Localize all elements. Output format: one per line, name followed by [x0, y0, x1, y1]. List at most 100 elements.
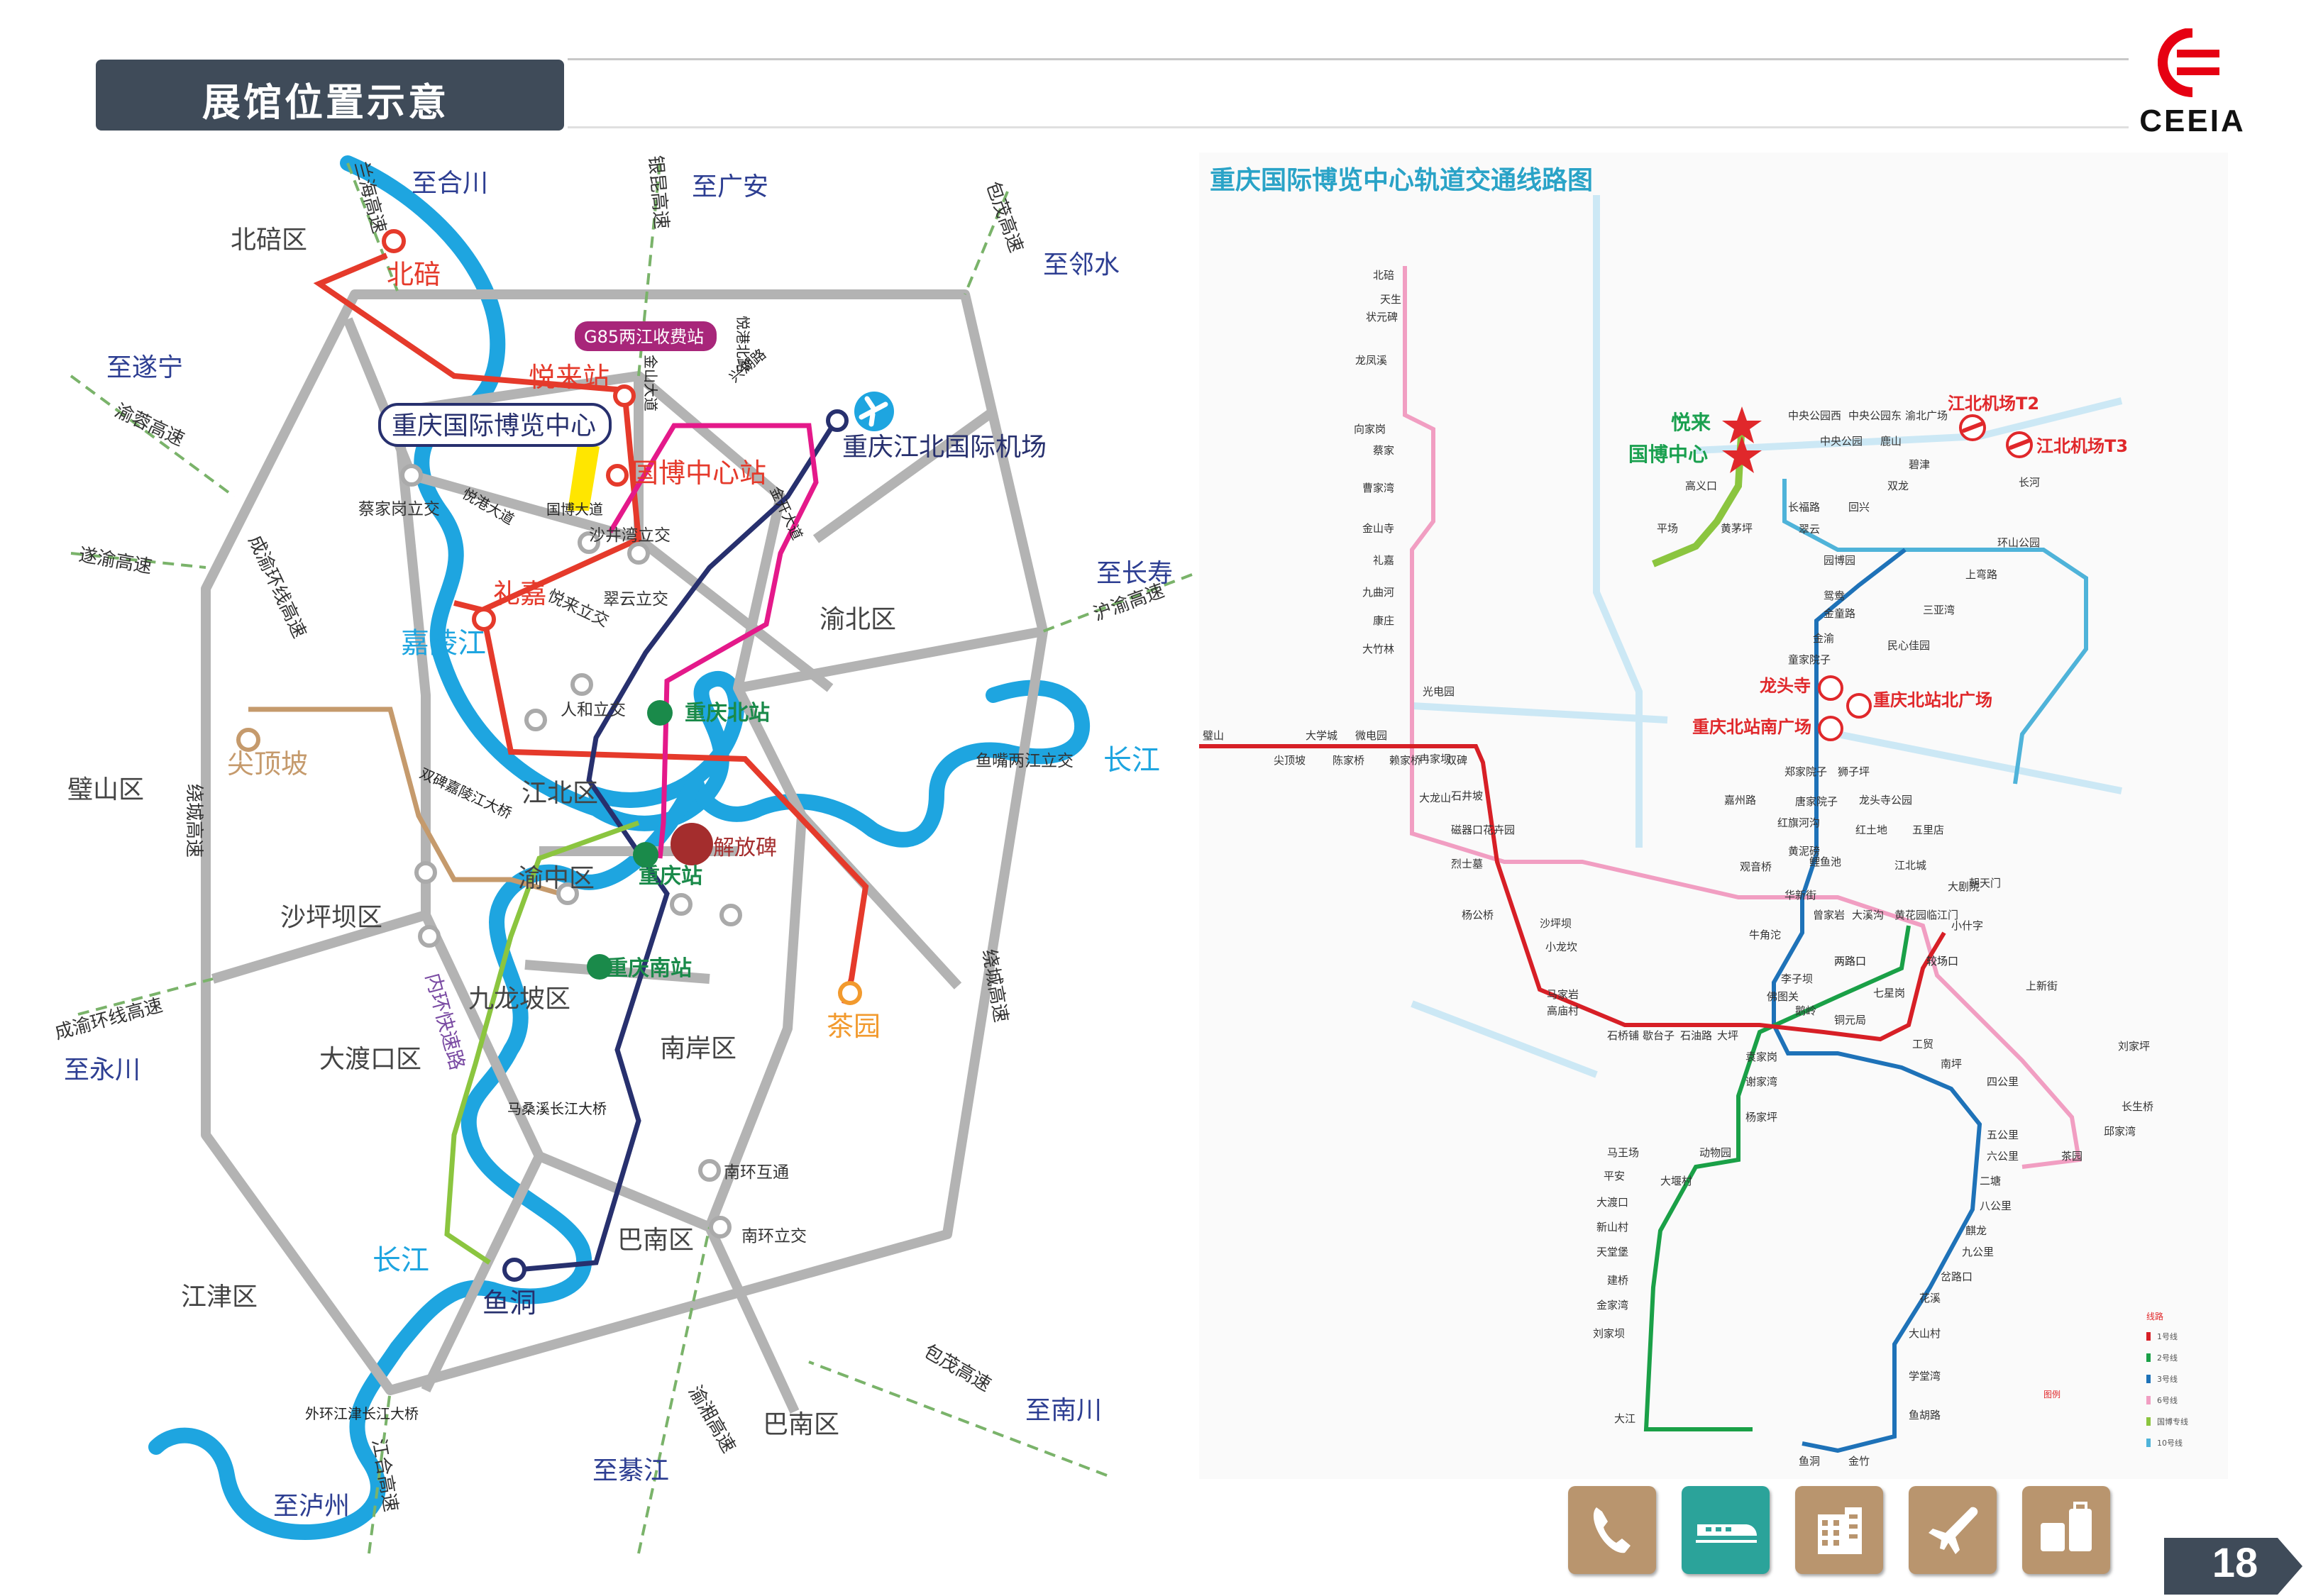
l10-s11: 黄茅坪 [1721, 522, 1753, 535]
l1-s17: 石油路 [1680, 1029, 1712, 1042]
l2-s20: 大江 [1614, 1412, 1635, 1425]
road-masangxi-bridge: 马桑溪长江大桥 [507, 1100, 607, 1117]
l3-s8: 麒龙 [1965, 1224, 1987, 1237]
airplane-icon [1929, 1507, 1978, 1554]
l1-s18: 大坪 [1717, 1029, 1738, 1042]
expo-stars [1722, 406, 1762, 473]
l6-s22: 刘家坪 [2118, 1040, 2150, 1053]
hwy-yurong: 渝蓉高速 [111, 400, 187, 450]
hwy-chengyu-ring-2: 成渝环线高速 [53, 994, 165, 1043]
luggage-icon [2041, 1502, 2092, 1551]
l1-s15: 石桥铺 [1607, 1029, 1639, 1042]
l6-s24: 邱家湾 [2104, 1125, 2136, 1138]
magenta-road [607, 423, 819, 859]
legend2-title: 图例 [2043, 1390, 2060, 1400]
l2-s7: 袁家岗 [1745, 1051, 1777, 1063]
l6-s3: 龙凤溪 [1355, 354, 1387, 367]
l3-s7: 九公里 [1962, 1246, 1994, 1258]
l1-s23: 朝天门 [1969, 877, 2001, 890]
l2-s4: 曾家岩 [1813, 909, 1845, 921]
dir-nanchuan: 至南川 [1025, 1396, 1102, 1425]
place-lijia: 礼嘉 [493, 578, 547, 609]
l6-s17: 红土地 [1855, 824, 1887, 836]
l3-s10: 二塘 [1980, 1175, 2001, 1187]
place-expo-station: 国博中心站 [631, 458, 766, 489]
rail-station-icons [1818, 675, 1872, 741]
l1-s11: 沙坪坝 [1540, 917, 1572, 930]
l6-s13: 冉家坝 [1419, 753, 1451, 765]
legend-l10: 10号线 [2157, 1438, 2183, 1448]
l6-s15: 花卉园 [1483, 824, 1515, 836]
district-yubei: 渝北区 [820, 605, 896, 634]
l6-s8: 礼嘉 [1373, 554, 1394, 567]
l3-s9: 八公里 [1980, 1199, 2012, 1212]
l10-s3: 鹿山 [1880, 435, 1902, 448]
hwy-yuxiang: 渝湘高速 [684, 1382, 739, 1457]
l10-s1: 中央公园东 [1848, 409, 1902, 422]
l2-s14: 大渡口 [1596, 1196, 1628, 1209]
phone-icon [1593, 1507, 1631, 1553]
road-yuegang-north: 悦港北路 [734, 316, 751, 372]
legend-guobo: 国博专线 [2157, 1417, 2188, 1426]
l6-s7: 金山寺 [1362, 522, 1394, 535]
l10-s12: 平场 [1657, 522, 1678, 535]
yangtze-river-south [148, 772, 703, 1541]
l3-s34: 长福路 [1788, 501, 1820, 514]
l2-s0: 较场口 [1926, 955, 1958, 968]
l6-s23: 长生桥 [2122, 1100, 2153, 1113]
road-jinshan: 金山大道 [642, 355, 659, 411]
l2-s11: 大堰村 [1660, 1175, 1692, 1187]
l3-s23: 郑家院子 [1784, 765, 1827, 778]
river-yangtze-east: 长江 [1103, 744, 1160, 777]
district-jiulongpo: 九龙坡区 [468, 985, 570, 1014]
place-airport: 重庆江北国际机场 [842, 433, 1047, 462]
l2-s12: 马王场 [1607, 1146, 1639, 1159]
metro-line-3 [1772, 548, 1982, 1453]
l2-s6: 佛图关 [1767, 990, 1799, 1003]
l1-s14: 高庙村 [1547, 1004, 1579, 1017]
hwy-baomao: 包茂高速 [981, 179, 1027, 255]
train-button[interactable] [1682, 1486, 1770, 1574]
l10-s7: 三亚湾 [1923, 604, 1955, 616]
l1-s22: 小什字 [1951, 919, 1983, 932]
l1-s16: 歇台子 [1643, 1029, 1675, 1042]
ic-yuzui: 鱼嘴两江立交 [976, 752, 1074, 770]
metro-label-north-plaza: 重庆北站北广场 [1873, 690, 1992, 710]
l6-s10: 康庄 [1373, 614, 1394, 627]
l6-s9: 九曲河 [1362, 586, 1394, 599]
key-markers [236, 229, 894, 1282]
l3-s22: 嘉州路 [1724, 794, 1756, 807]
luggage-button[interactable] [2022, 1486, 2110, 1574]
l6-s21: 上新街 [2026, 980, 2058, 992]
train-icon [1696, 1524, 1757, 1543]
hwy-suiyu: 遂渝高速 [77, 544, 154, 578]
metro-station-labels: 璧山 大学城 微电园 尖顶坡 陈家桥 赖家桥 双碑 石井坡 磁器口 烈士墓 杨公… [1203, 729, 2001, 1042]
l10-s5: 环山公园 [1997, 536, 2040, 549]
l3-s4: 大山村 [1909, 1327, 1941, 1340]
l3-s12: 五公里 [1987, 1129, 2019, 1141]
phone-button[interactable] [1568, 1486, 1656, 1574]
l2-s18: 金家湾 [1596, 1299, 1628, 1312]
header-rule-2 [568, 126, 2129, 128]
l3-s0: 鱼洞 [1799, 1455, 1820, 1468]
l1-s2: 微电园 [1355, 729, 1387, 742]
l1-s1: 大学城 [1306, 729, 1337, 742]
dir-qijiang: 至綦江 [592, 1456, 669, 1485]
header-rule [568, 58, 2129, 60]
l2-s9: 杨家坪 [1745, 1111, 1777, 1124]
legend-l1: 1号线 [2157, 1331, 2178, 1341]
district-nanan: 南岸区 [660, 1034, 737, 1063]
l6-s0: 北碚 [1373, 269, 1394, 282]
dir-changshou: 至长寿 [1096, 559, 1173, 588]
l6-s4: 向家岗 [1354, 423, 1386, 436]
metro-line-1 [1199, 744, 1946, 1042]
l6-s19: 江北城 [1894, 859, 1926, 872]
flight-button[interactable] [1909, 1486, 1997, 1574]
l3-s30: 金童路 [1824, 607, 1855, 620]
metro-label-t2: 江北机场T2 [1948, 394, 2039, 414]
l1-s4: 陈家桥 [1333, 754, 1364, 767]
other-2: 鹅岭 [1795, 1004, 1816, 1017]
l3-s28: 童家院子 [1788, 653, 1831, 666]
ic-cuiyun: 翠云立交 [603, 590, 668, 609]
hotel-button[interactable] [1795, 1486, 1883, 1574]
